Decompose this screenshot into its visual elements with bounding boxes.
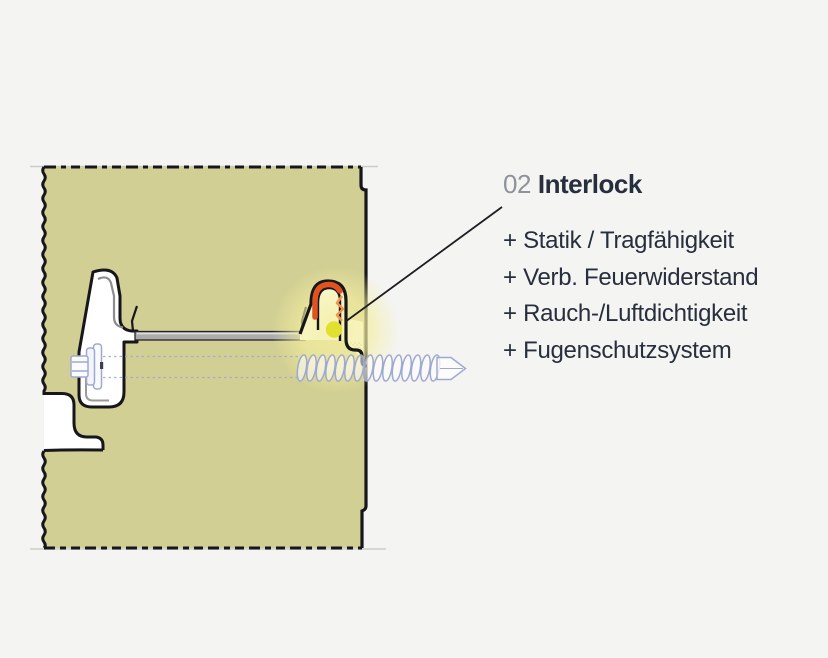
feature-item: + Verb. Feuerwiderstand (503, 263, 759, 291)
lower-panel-top-edge (43, 448, 104, 452)
screw-hex-head (70, 355, 89, 378)
feature-item: + Rauch-/Luftdichtigkeit (503, 300, 748, 327)
interlock-hook-inner-line (316, 286, 342, 341)
panel-core (44, 167, 366, 548)
feature-item: + Fugenschutzsystem (503, 336, 732, 364)
profile-tick (100, 362, 104, 369)
feature-item: + Statik / Tragfähigkeit (503, 227, 734, 254)
sheet-barb-left (130, 305, 139, 332)
callout-leader-line (344, 206, 503, 323)
callout-number: 02 (503, 169, 531, 199)
left-profile-inner-line (97, 276, 124, 329)
feature-list: + Statik / Tragfähigkeit + Verb. Feuerwi… (503, 223, 813, 369)
sealant-bead-zigzag (335, 295, 345, 322)
panel-left-break-edge-lower (41, 450, 47, 550)
fastener-screw (70, 343, 467, 390)
interlock-highlight-orange (312, 281, 343, 320)
panel-left-break-edge-upper (41, 166, 47, 395)
joint-gap-left-outline (44, 392, 105, 450)
callout-title-text: Interlock (537, 169, 642, 199)
left-profile-flange-line (85, 356, 109, 402)
interlock-marker-dot (325, 321, 343, 338)
screw-threads (296, 354, 441, 382)
